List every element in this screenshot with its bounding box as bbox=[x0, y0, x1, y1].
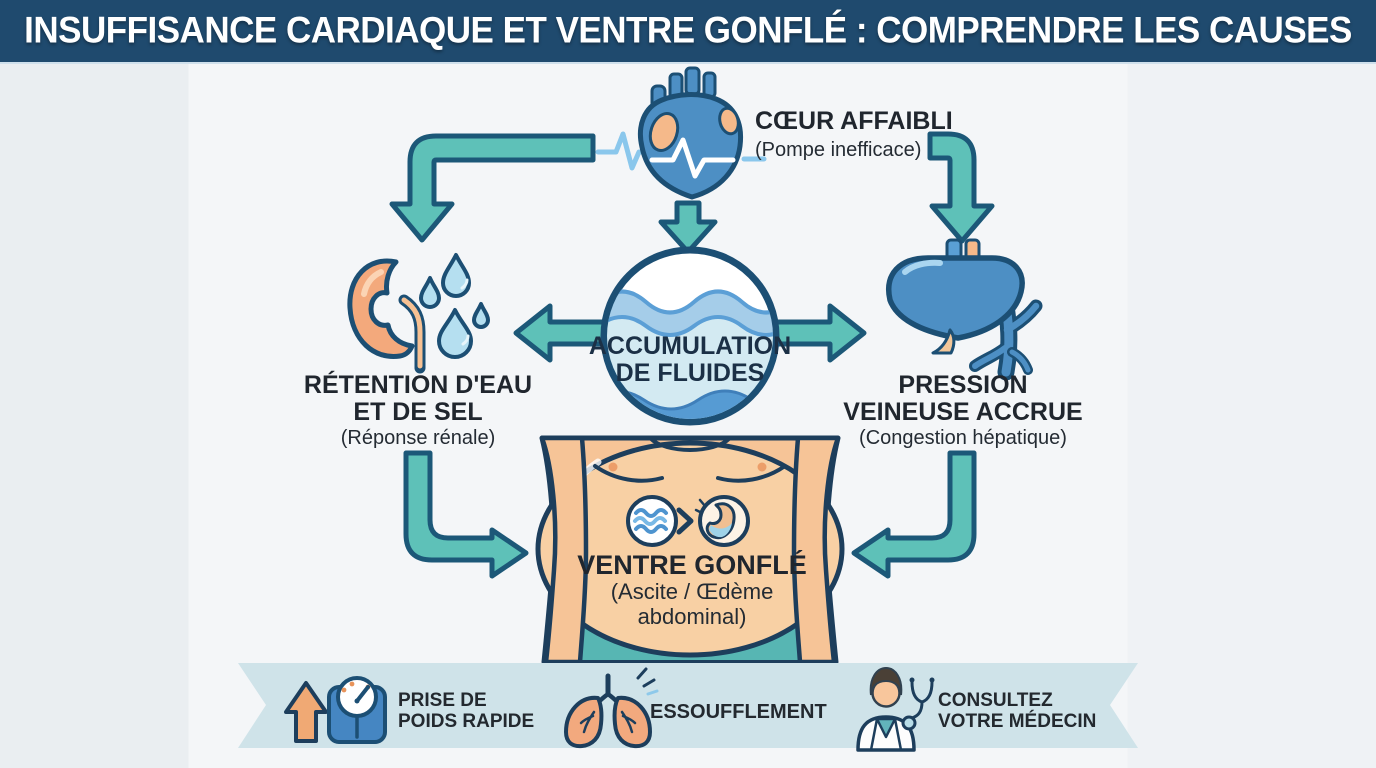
lungs-icon bbox=[564, 667, 659, 749]
belly bbox=[535, 440, 845, 658]
heart-ecg-icon bbox=[595, 66, 767, 200]
arrow-fluid-to-kidney bbox=[513, 303, 609, 363]
heart-sublabel: (Pompe inefficace) bbox=[755, 139, 922, 161]
consult-line2: VOTRE MÉDECIN bbox=[938, 711, 1097, 732]
kidney-label-line2: ET DE SEL bbox=[353, 398, 483, 426]
weight-gain-line2: POIDS RAPIDE bbox=[398, 711, 535, 732]
belly-sublabel-line1: (Ascite / Œdème bbox=[610, 579, 774, 604]
swollen-belly-icon bbox=[535, 435, 845, 665]
page-title: INSUFFISANCE CARDIAQUE ET VENTRE GONFLÉ … bbox=[24, 10, 1352, 51]
fluid-label-line1: ACCUMULATION bbox=[588, 332, 792, 360]
right-arm bbox=[791, 435, 841, 665]
kidney-water-drops-icon bbox=[347, 253, 490, 374]
fluid-label-line2: DE FLUIDES bbox=[615, 359, 765, 387]
heart-label-block: CŒUR AFFAIBLI (Pompe inefficace) bbox=[755, 108, 953, 162]
weight-scale-up-icon bbox=[284, 676, 387, 744]
stomach-mini-icon bbox=[694, 495, 750, 547]
footer-item-breathlessness-label: ESSOUFFLEMENT bbox=[650, 702, 827, 723]
liver-label-line1: PRESSION bbox=[898, 371, 1028, 399]
chevron-right-icon bbox=[676, 507, 694, 535]
liver-veins-icon bbox=[886, 238, 1043, 381]
arrow-heart-to-liver bbox=[927, 131, 995, 244]
kidney-sublabel: (Réponse rénale) bbox=[340, 427, 496, 449]
arrow-heart-to-kidney bbox=[389, 133, 596, 243]
arrow-kidney-to-belly bbox=[403, 450, 529, 579]
water-drops bbox=[419, 253, 490, 359]
consult-line1: CONSULTEZ bbox=[938, 690, 1053, 711]
arrow-liver-to-belly bbox=[851, 450, 977, 579]
fluid-mini-icon bbox=[626, 495, 678, 547]
kidney-label-line1: RÉTENTION D'EAU bbox=[303, 371, 533, 399]
liver-sublabel: (Congestion hépatique) bbox=[859, 427, 1067, 449]
footer-item-weight-gain-label: PRISE DE POIDS RAPIDE bbox=[398, 690, 534, 732]
footer-item-consult-label: CONSULTEZ VOTRE MÉDECIN bbox=[938, 690, 1096, 732]
heart-label: CŒUR AFFAIBLI bbox=[755, 107, 953, 135]
liver-body bbox=[886, 255, 1025, 341]
flow-arrows bbox=[389, 131, 995, 579]
fluid-label-block: ACCUMULATION DE FLUIDES bbox=[589, 333, 791, 387]
left-arm bbox=[539, 435, 589, 665]
arrow-fluid-to-liver bbox=[771, 303, 867, 363]
breathlessness-line1: ESSOUFFLEMENT bbox=[650, 701, 827, 723]
header-banner: INSUFFISANCE CARDIAQUE ET VENTRE GONFLÉ … bbox=[0, 0, 1376, 62]
belly-sublabel-line2: abdominal) bbox=[637, 604, 747, 629]
kidney-label-block: RÉTENTION D'EAU ET DE SEL (Réponse rénal… bbox=[304, 372, 532, 450]
liver-label-block: PRESSION VEINEUSE ACCRUE (Congestion hép… bbox=[843, 372, 1082, 450]
belly-label-block: VENTRE GONFLÉ (Ascite / Œdème abdominal) bbox=[577, 551, 807, 629]
liver-label-line2: VEINEUSE ACCRUE bbox=[843, 398, 1083, 426]
belly-label: VENTRE GONFLÉ bbox=[577, 550, 807, 580]
doctor-icon bbox=[856, 666, 935, 752]
weight-gain-line1: PRISE DE bbox=[398, 690, 487, 711]
arrow-heart-to-fluid bbox=[658, 200, 718, 255]
